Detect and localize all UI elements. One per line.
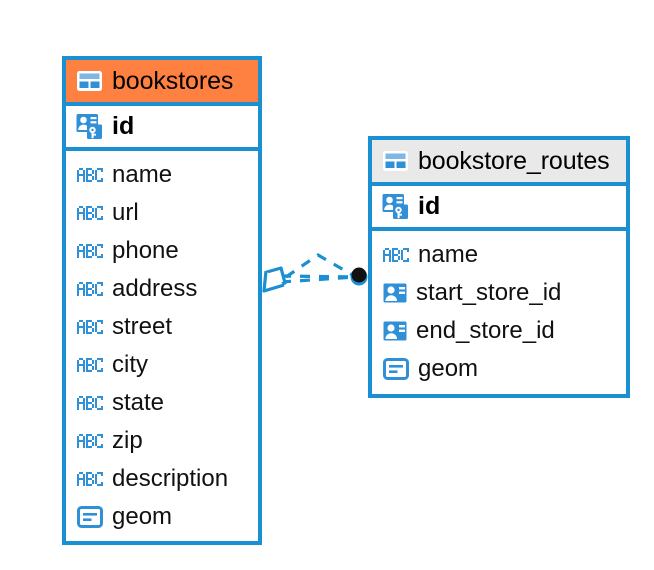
field-label: start_store_id (416, 279, 562, 306)
abc-icon (77, 396, 103, 410)
table-icon (76, 70, 103, 92)
entity-header-bookstores[interactable]: bookstores (66, 60, 258, 106)
field-row[interactable]: geom (372, 350, 626, 388)
field-row[interactable]: url (66, 194, 258, 232)
field-label: url (112, 199, 139, 226)
field-row[interactable]: name (372, 236, 626, 274)
field-row[interactable]: phone (66, 232, 258, 270)
field-list-bookstore-routes: name start_store_id (372, 231, 626, 394)
field-list-bookstores: name (66, 151, 258, 542)
field-label: name (112, 161, 173, 188)
field-label: geom (112, 503, 173, 530)
abc-icon (77, 358, 103, 372)
primary-key-label: id (418, 192, 441, 220)
field-label: city (112, 351, 148, 378)
primary-key-row-bookstore-routes[interactable]: id (372, 186, 626, 231)
field-row[interactable]: geom (66, 498, 258, 536)
field-label: address (112, 275, 198, 302)
geometry-icon (77, 506, 103, 528)
abc-icon (77, 168, 103, 182)
abc-icon (77, 282, 103, 296)
field-row[interactable]: description (66, 460, 258, 498)
field-row[interactable]: address (66, 270, 258, 308)
entity-title: bookstores (112, 66, 234, 95)
entity-title: bookstore_routes (418, 146, 610, 175)
field-label: name (418, 241, 479, 268)
abc-icon (383, 248, 409, 262)
card-icon (383, 321, 407, 341)
primary-key-label: id (112, 112, 135, 140)
entity-header-bookstore-routes[interactable]: bookstore_routes (372, 140, 626, 186)
field-label: street (112, 313, 173, 340)
field-label: zip (112, 427, 143, 454)
table-icon (382, 150, 409, 172)
field-label: geom (418, 355, 479, 382)
abc-icon (77, 244, 103, 258)
entity-bookstore-routes[interactable]: bookstore_routes id (368, 136, 630, 398)
abc-icon (77, 434, 103, 448)
abc-icon (77, 320, 103, 334)
field-row[interactable]: end_store_id (372, 312, 626, 350)
entity-bookstores[interactable]: bookstores id (62, 56, 262, 545)
field-label: description (112, 465, 229, 492)
field-row[interactable]: zip (66, 422, 258, 460)
field-row[interactable]: street (66, 308, 258, 346)
field-row[interactable]: city (66, 346, 258, 384)
field-label: end_store_id (416, 317, 555, 344)
field-label: state (112, 389, 165, 416)
abc-icon (77, 472, 103, 486)
card-icon (383, 283, 407, 303)
key-card-icon (76, 113, 104, 140)
key-card-icon (382, 193, 410, 220)
geometry-icon (383, 358, 409, 380)
field-row[interactable]: state (66, 384, 258, 422)
field-row[interactable]: name (66, 156, 258, 194)
field-label: phone (112, 237, 179, 264)
abc-icon (77, 206, 103, 220)
primary-key-row-bookstores[interactable]: id (66, 106, 258, 151)
field-row[interactable]: start_store_id (372, 274, 626, 312)
